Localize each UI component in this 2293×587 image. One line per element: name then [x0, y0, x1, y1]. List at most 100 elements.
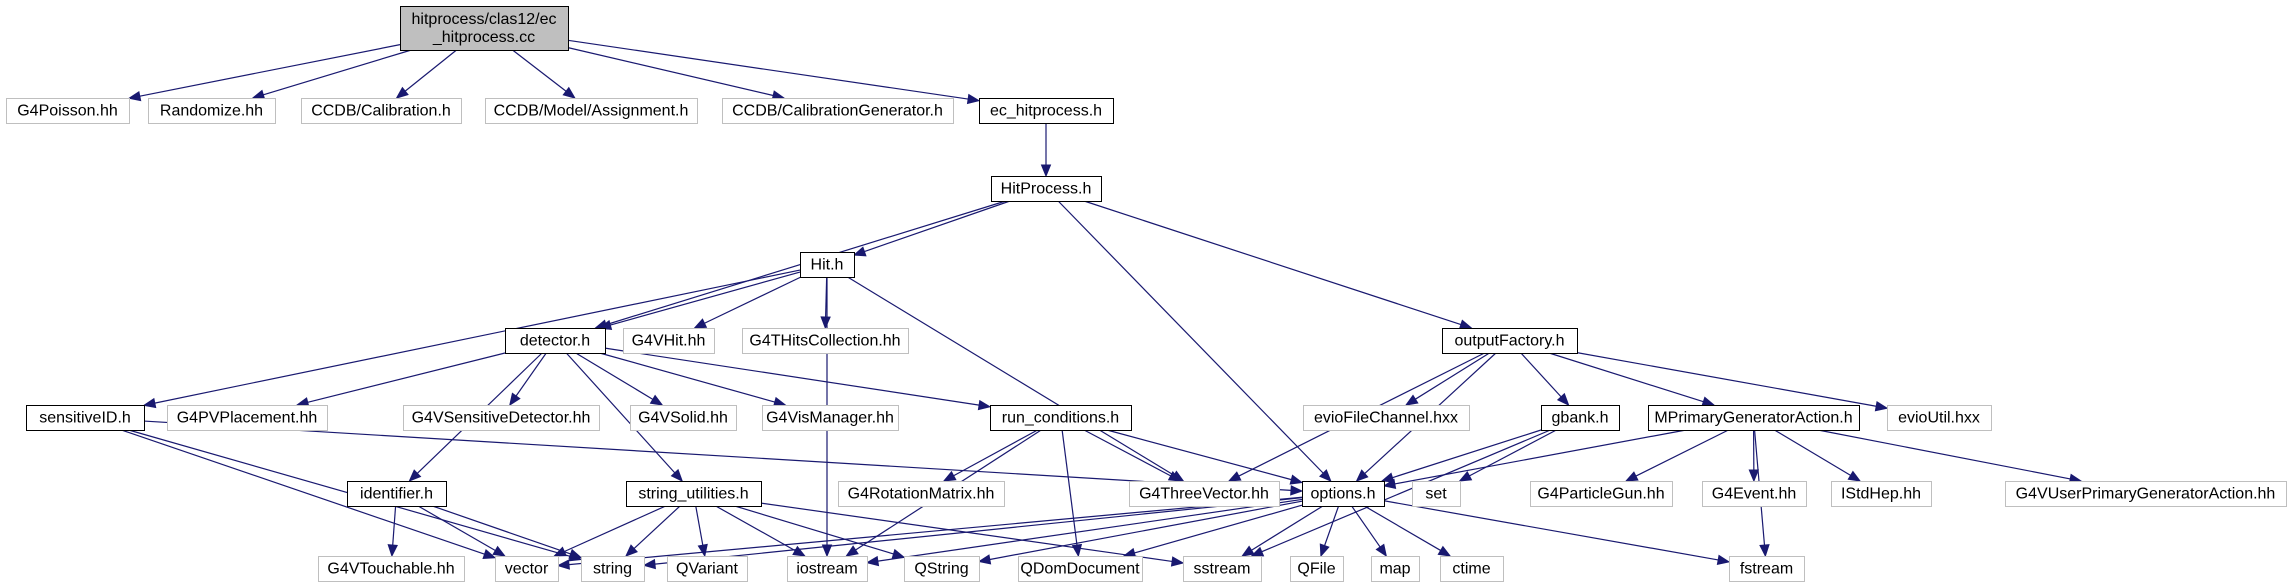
node-run-conditions[interactable]: run_conditions.h — [990, 405, 1132, 431]
edge-line — [633, 505, 681, 549]
node-g4poisson: G4Poisson.hh — [6, 98, 130, 124]
edge-arrowhead — [966, 93, 981, 105]
edge-arrowhead — [1759, 544, 1770, 558]
node-box — [630, 405, 737, 431]
edge-arrowhead — [1458, 319, 1473, 330]
edge-string-utilities-to-string — [625, 505, 681, 557]
edge-gbank-to-sstream — [1250, 429, 1551, 557]
node-label: MPrimaryGeneratorAction.h — [1654, 410, 1852, 427]
node-identifier[interactable]: identifier.h — [347, 481, 447, 507]
edge-outputfactory-to-gbank — [1520, 352, 1570, 406]
node-box — [505, 328, 606, 354]
node-box — [400, 6, 569, 51]
edge-line — [432, 505, 571, 555]
edge-arrowhead — [1375, 543, 1388, 558]
node-map: map — [1371, 556, 1420, 582]
edge-arrowhead — [395, 86, 409, 99]
node-box — [1648, 405, 1860, 431]
edge-run-conditions-to-qdomdocument — [1061, 429, 1083, 558]
edge-root-to-ccdb-calibration — [395, 49, 457, 99]
edge-options-to-qstring — [977, 500, 1303, 565]
node-ccdb-calibgen: CCDB/CalibrationGenerator.h — [722, 98, 954, 124]
node-box — [1303, 405, 1470, 431]
edge-line — [1251, 505, 1324, 551]
node-box — [485, 98, 698, 124]
node-label: Randomize.hh — [160, 103, 263, 120]
edge-arrowhead — [1289, 474, 1304, 485]
node-label: string — [593, 561, 632, 578]
edge-line — [989, 500, 1303, 561]
node-box — [623, 328, 715, 354]
node-label: QDomDocument — [1020, 561, 1140, 578]
node-label: detector.h — [520, 333, 590, 350]
edge-arrowhead — [1380, 472, 1395, 483]
edge-string-utilities-to-qstring — [734, 505, 906, 559]
edge-arrowhead — [977, 554, 992, 565]
node-label: sstream — [1194, 561, 1251, 578]
node-string-utilities[interactable]: string_utilities.h — [626, 481, 762, 507]
edge-hitprocess-to-options — [1057, 200, 1332, 482]
node-label: G4VUserPrimaryGeneratorAction.hh — [2016, 486, 2276, 503]
edge-arrowhead — [251, 89, 266, 100]
edge-root-to-ccdb-calibgen — [567, 47, 786, 101]
edge-arrowhead — [942, 470, 957, 482]
node-g4event: G4Event.hh — [1702, 481, 1807, 507]
node-label: set — [1425, 486, 1447, 503]
edge-arrowhead — [642, 558, 656, 570]
node-label: QString — [914, 561, 968, 578]
node-box — [742, 328, 909, 354]
edge-hit-to-g4thitscollection — [820, 276, 831, 330]
edge-line — [392, 505, 397, 546]
node-box — [148, 98, 276, 124]
node-outputfactory[interactable]: outputFactory.h — [1442, 328, 1578, 354]
node-box — [167, 405, 328, 431]
edge-line — [1106, 429, 1292, 481]
node-label: IStdHep.hh — [1841, 486, 1921, 503]
node-box — [838, 481, 1005, 507]
node-gbank[interactable]: gbank.h — [1541, 405, 1620, 431]
edge-hit-to-sensitiveid — [142, 269, 801, 409]
node-randomize: Randomize.hh — [148, 98, 276, 124]
node-hitprocess[interactable]: HitProcess.h — [991, 176, 1102, 202]
node-g4vsensitivedetector: G4VSensitiveDetector.hh — [403, 405, 600, 431]
edge-arrowhead — [670, 468, 684, 482]
node-label: sensitiveID.h — [39, 410, 131, 427]
edge-arrowhead — [649, 394, 664, 406]
edge-line — [154, 269, 801, 404]
node-hit[interactable]: Hit.h — [800, 252, 855, 278]
edge-sensitiveid-to-options — [143, 420, 1304, 496]
edge-line — [512, 49, 567, 92]
node-label: G4VisManager.hh — [766, 410, 894, 427]
edge-line — [417, 505, 496, 552]
edge-mprimary-to-g4vuserprimary — [1817, 429, 2083, 484]
edge-ec-hitprocess-to-hitprocess — [1040, 123, 1052, 178]
node-options[interactable]: options.h — [1302, 481, 1385, 507]
edge-line — [1351, 505, 1381, 548]
edge-string-utilities-to-iostream — [715, 505, 806, 557]
node-label: G4Poisson.hh — [17, 103, 118, 120]
edge-outputfactory-to-evioutil — [1576, 352, 1889, 412]
edge-outputfactory-to-mprimary — [1548, 352, 1716, 407]
node-ec-hitprocess[interactable]: ec_hitprocess.h — [979, 98, 1114, 124]
edge-arrowhead — [408, 469, 422, 482]
edge-options-to-iostream — [865, 498, 1303, 567]
node-label: G4PVPlacement.hh — [177, 410, 318, 427]
node-detector[interactable]: detector.h — [505, 328, 606, 354]
edge-arrowhead — [556, 559, 570, 570]
node-mprimary[interactable]: MPrimaryGeneratorAction.h — [1648, 405, 1860, 431]
node-label: G4VSolid.hh — [638, 410, 728, 427]
edge-mprimary-to-g4particlegun — [1624, 429, 1729, 482]
node-label: G4THitsCollection.hh — [749, 333, 900, 350]
node-ccdb-calibration: CCDB/Calibration.h — [301, 98, 462, 124]
node-g4vuserprimary: G4VUserPrimaryGeneratorAction.hh — [2005, 481, 2287, 507]
edge-arrowhead — [127, 90, 142, 102]
edge-options-to-vector — [556, 496, 1303, 570]
node-label: CCDB/Model/Assignment.h — [494, 103, 689, 120]
node-box — [667, 556, 748, 582]
node-root[interactable]: hitprocess/clas12/ec_hitprocess.cc — [400, 6, 569, 51]
edge-line — [715, 505, 796, 552]
node-sensitiveid[interactable]: sensitiveID.h — [26, 405, 145, 431]
edge-options-to-qfile — [1319, 505, 1340, 558]
node-label: Hit.h — [811, 257, 844, 274]
node-label: G4VSensitiveDetector.hh — [412, 410, 591, 427]
